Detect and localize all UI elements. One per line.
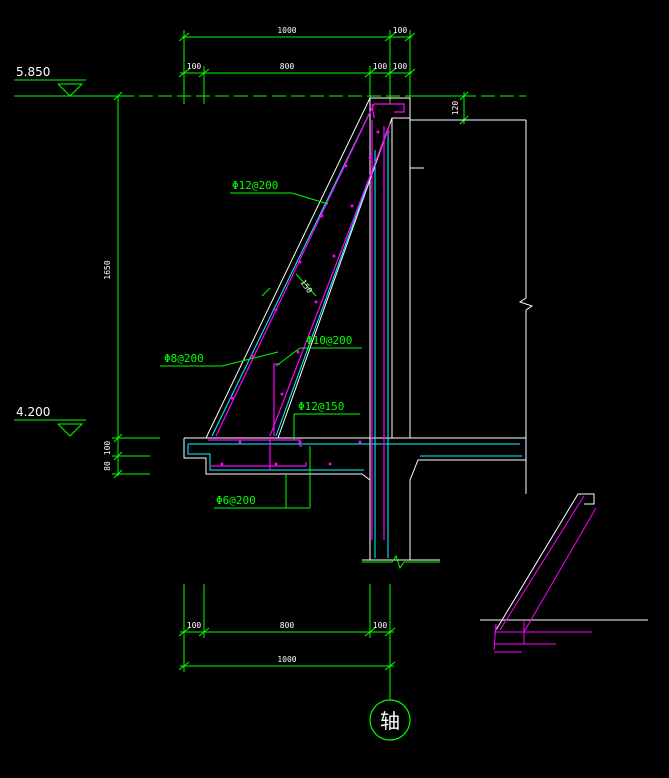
elevation-triangle-icon — [57, 423, 84, 437]
axis-label: 轴 — [380, 709, 400, 733]
label-slab-top: Φ12@150 — [298, 400, 344, 413]
label-slab-bottom: Φ6@200 — [216, 494, 256, 507]
elevation-bottom-text: 4.200 — [16, 405, 50, 419]
dim-slab-a: 100 — [103, 441, 112, 456]
dim-bottom-split-2: 800 — [280, 621, 295, 630]
dim-bottom-split-1: 100 — [187, 621, 202, 630]
dim-slab-b: 80 — [103, 461, 112, 471]
break-symbol — [362, 554, 440, 570]
height-dimension — [112, 91, 160, 479]
elevation-top: 5.850 — [14, 65, 120, 97]
dim-top-overall: 1000 — [277, 26, 296, 35]
concrete-outline — [183, 97, 534, 561]
dim-slant-thickness: 150 — [298, 278, 314, 295]
dim-right-thickness: 120 — [451, 101, 460, 116]
top-dimensions — [178, 30, 416, 104]
label-top-slant: Φ12@200 — [232, 179, 278, 192]
dim-bottom-split-3: 100 — [373, 621, 388, 630]
dim-top-split-3: 100 — [373, 62, 388, 71]
dim-height: 1650 — [103, 260, 112, 279]
dim-top-right: 100 — [393, 26, 408, 35]
leaders — [160, 192, 362, 509]
label-outer-slant: Φ8@200 — [164, 352, 204, 365]
detail-sketch — [480, 493, 648, 653]
label-inner-slant: Φ10@200 — [306, 334, 352, 347]
dim-top-split-4: 100 — [393, 62, 408, 71]
elevation-triangle-icon — [57, 83, 84, 97]
dim-top-split-2: 800 — [280, 62, 295, 71]
inner-outline — [187, 107, 522, 558]
right-dimension — [410, 91, 470, 125]
elevation-top-text: 5.850 — [16, 65, 50, 79]
dim-top-split-1: 100 — [187, 62, 202, 71]
dim-bottom-overall: 1000 — [277, 655, 296, 664]
bottom-dimensions — [178, 584, 396, 700]
elevation-bottom: 4.200 — [14, 405, 86, 437]
axis-bubble: 轴 — [369, 699, 411, 741]
rebar-dots — [220, 130, 390, 466]
